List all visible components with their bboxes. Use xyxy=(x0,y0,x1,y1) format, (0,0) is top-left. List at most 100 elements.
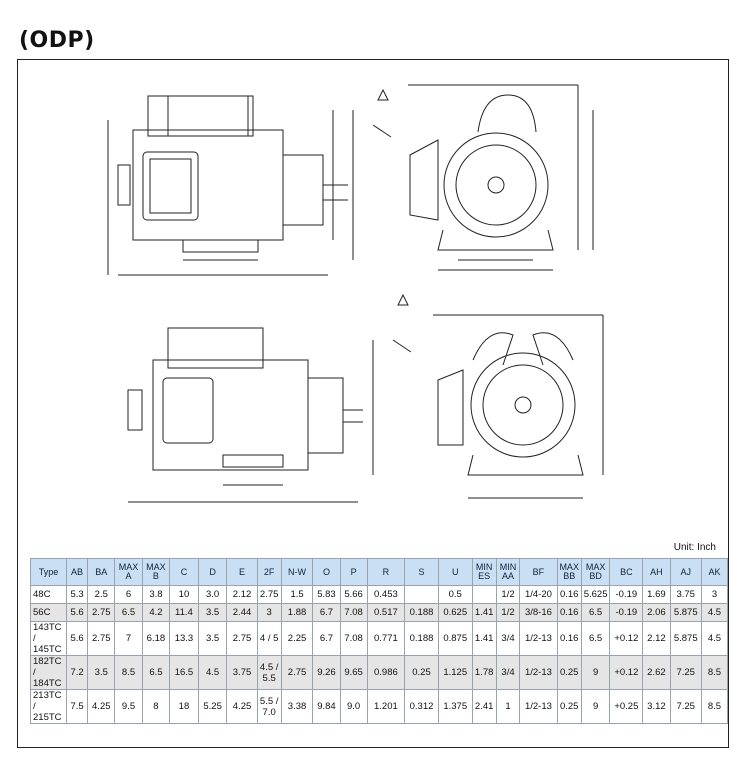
table-cell: 1.78 xyxy=(471,655,497,690)
table-cell: 3.12 xyxy=(642,689,671,724)
table-cell: 0.771 xyxy=(366,621,406,656)
table-cell: 1/2 xyxy=(495,603,521,622)
table-cell: 2.41 xyxy=(471,689,497,724)
table-cell: 3.5 xyxy=(87,655,116,690)
table-cell: 9 xyxy=(580,655,611,690)
table-cell: 8.5 xyxy=(700,689,729,724)
table-cell: 0.517 xyxy=(366,603,406,622)
table-cell: 2.12 xyxy=(642,621,671,656)
table-cell: 0.188 xyxy=(404,621,439,656)
table-cell: 1.375 xyxy=(437,689,473,724)
table-cell: 8 xyxy=(141,689,171,724)
table-cell: 48C xyxy=(30,585,67,604)
column-header: BC xyxy=(609,558,644,586)
column-header: BA xyxy=(87,558,116,586)
table-cell: 0.25 xyxy=(556,689,582,724)
table-cell: 4.25 xyxy=(87,689,116,724)
table-cell: 8.5 xyxy=(114,655,143,690)
table-cell: 6.5 xyxy=(580,621,611,656)
column-header: C xyxy=(169,558,199,586)
table-cell: 7 xyxy=(114,621,143,656)
table-cell: 1 xyxy=(495,689,521,724)
table-cell: 5.625 xyxy=(580,585,611,604)
table-cell: 3.75 xyxy=(226,655,258,690)
table-cell: 1.41 xyxy=(471,621,497,656)
table-cell: 0.986 xyxy=(366,655,406,690)
table-cell: 9.84 xyxy=(312,689,341,724)
bottom-end-view xyxy=(392,293,604,499)
bottom-side-view xyxy=(127,327,374,503)
table-cell: 1/4-20 xyxy=(519,585,558,604)
table-cell: 3/4 xyxy=(495,655,521,690)
column-header: MAX BD xyxy=(580,558,611,586)
column-header: U xyxy=(437,558,473,586)
table-cell: 7.2 xyxy=(65,655,89,690)
table-cell: 5.5 / 7.0 xyxy=(256,689,282,724)
table-cell: 0.312 xyxy=(404,689,439,724)
table-cell: 4.5 xyxy=(700,621,729,656)
table-cell: 5.66 xyxy=(339,585,368,604)
table-cell: 18 xyxy=(169,689,199,724)
table-cell xyxy=(471,585,497,604)
table-cell: 3.5 xyxy=(197,621,228,656)
table-cell: 4.5 / 5.5 xyxy=(256,655,282,690)
table-cell: 3 xyxy=(256,603,282,622)
table-cell: 2.44 xyxy=(226,603,258,622)
table-cell: 0.453 xyxy=(366,585,406,604)
table-cell: 11.4 xyxy=(169,603,199,622)
table-cell: 0.875 xyxy=(437,621,473,656)
top-end-view xyxy=(372,84,594,271)
table-cell: -0.19 xyxy=(609,603,644,622)
table-cell: 7.08 xyxy=(339,603,368,622)
table-cell: 1/2-13 xyxy=(519,621,558,656)
motor-technical-drawing xyxy=(107,84,604,503)
table-cell: +0.25 xyxy=(609,689,644,724)
table-cell: -0.19 xyxy=(609,585,644,604)
table-cell: 10 xyxy=(169,585,199,604)
drawing-frame: Unit: Inch Type AB BA MAX A MAX B C D E … xyxy=(17,59,729,748)
table-cell: 6.7 xyxy=(312,621,341,656)
table-cell: 1.201 xyxy=(366,689,406,724)
table-cell: 0.16 xyxy=(556,621,582,656)
table-cell: 8.5 xyxy=(700,655,729,690)
table-row: 143TC / 145TC 5.6 2.75 7 6.18 13.3 3.5 2… xyxy=(30,621,729,656)
column-header: MAX BB xyxy=(556,558,582,586)
table-cell: 1/2-13 xyxy=(519,689,558,724)
table-cell: 16.5 xyxy=(169,655,199,690)
table-cell: 7.08 xyxy=(339,621,368,656)
table-cell: 1.125 xyxy=(437,655,473,690)
table-cell: 3/4 xyxy=(495,621,521,656)
column-header: MIN ES xyxy=(471,558,497,586)
table-row: 182TC / 184TC 7.2 3.5 8.5 6.5 16.5 4.5 3… xyxy=(30,655,729,690)
table-cell: 1/2-13 xyxy=(519,655,558,690)
table-cell: +0.12 xyxy=(609,621,644,656)
table-cell: +0.12 xyxy=(609,655,644,690)
table-cell: 7.25 xyxy=(669,655,702,690)
table-cell: 0.16 xyxy=(556,603,582,622)
table-cell: 1/2 xyxy=(495,585,521,604)
table-cell: 5.6 xyxy=(65,603,89,622)
column-header: 2F xyxy=(256,558,282,586)
table-cell: 7.5 xyxy=(65,689,89,724)
table-cell: 2.75 xyxy=(256,585,282,604)
table-cell: 0.25 xyxy=(404,655,439,690)
column-header: BF xyxy=(519,558,558,586)
table-cell: 0.188 xyxy=(404,603,439,622)
table-cell: 1.41 xyxy=(471,603,497,622)
column-header: N-W xyxy=(280,558,314,586)
table-cell: 2.25 xyxy=(280,621,314,656)
table-cell: 2.75 xyxy=(226,621,258,656)
table-cell: 4.5 xyxy=(197,655,228,690)
table-cell: 9.26 xyxy=(312,655,341,690)
column-header: MIN AA xyxy=(495,558,521,586)
table-cell: 3.75 xyxy=(669,585,702,604)
dimensions-table: Type AB BA MAX A MAX B C D E 2F N-W O P … xyxy=(30,558,729,724)
table-cell: 3.0 xyxy=(197,585,228,604)
table-cell: 1.69 xyxy=(642,585,671,604)
table-cell: 6.7 xyxy=(312,603,341,622)
table-cell: 5.3 xyxy=(65,585,89,604)
table-cell: 3 xyxy=(700,585,729,604)
table-cell: 143TC / 145TC xyxy=(30,621,67,656)
table-header-row: Type AB BA MAX A MAX B C D E 2F N-W O P … xyxy=(30,558,729,586)
table-cell: 7.25 xyxy=(669,689,702,724)
